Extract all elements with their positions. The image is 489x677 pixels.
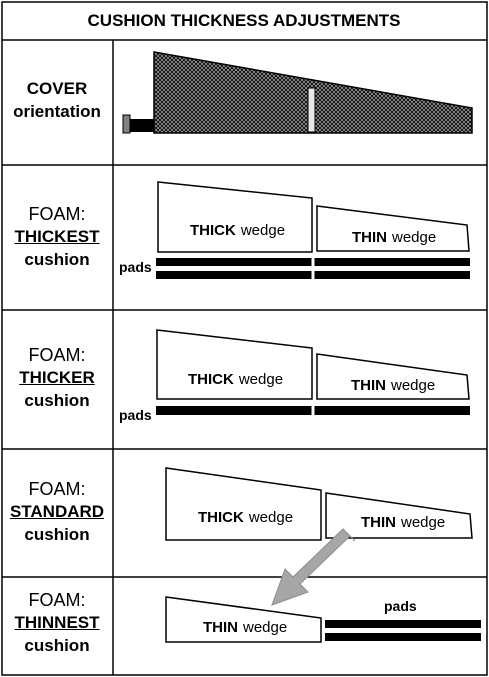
row-label-line: COVER (26, 79, 88, 98)
thin-wedge-shape (316, 205, 470, 252)
row-label-line: FOAM: (28, 479, 86, 499)
pads-label: pads (119, 259, 152, 275)
pad-bar (325, 633, 481, 641)
thin-wedge-shape (316, 353, 470, 400)
row-label-line: cushion (24, 250, 90, 270)
row-label-line: THICKER (19, 368, 95, 388)
thin-wedge-shape (165, 596, 322, 643)
row-label-line: THICKEST (14, 227, 100, 247)
cover-zipper-mark (307, 87, 316, 133)
thick-wedge-shape (165, 467, 322, 541)
row-label-line: cushion (24, 636, 90, 656)
cover-flap (130, 119, 154, 132)
row-label-line: orientation (13, 101, 101, 121)
row-label-line: cushion (24, 391, 90, 411)
row-label-line: FOAM: (28, 345, 86, 365)
row-label-line: FOAM: (28, 204, 86, 224)
row-label-standard: FOAM: STANDARD cushion (2, 477, 112, 547)
thick-wedge-shape (157, 181, 313, 253)
thick-wedge-shape (156, 329, 313, 400)
row-label-thinnest: FOAM: THINNEST cushion (2, 588, 112, 658)
row-label-line: THINNEST (14, 613, 100, 633)
row-label-line: cushion (24, 525, 90, 545)
row-label-thicker: FOAM: THICKER cushion (2, 343, 112, 413)
thin-wedge-shape (325, 492, 473, 539)
move-arrow-icon (271, 528, 356, 606)
row-label-thickest: FOAM: THICKEST cushion (2, 202, 112, 272)
row-label-cover: COVER orientation (2, 78, 112, 124)
cover-diagram (122, 51, 473, 134)
table-title: CUSHION THICKNESS ADJUSTMENTS (87, 11, 401, 30)
pad-bar (325, 620, 481, 628)
row-label-line: FOAM: (28, 590, 86, 610)
row-label-line: STANDARD (9, 502, 105, 522)
pads-label: pads (384, 598, 417, 614)
cover-tab (122, 114, 131, 134)
pads-label: pads (119, 407, 152, 423)
